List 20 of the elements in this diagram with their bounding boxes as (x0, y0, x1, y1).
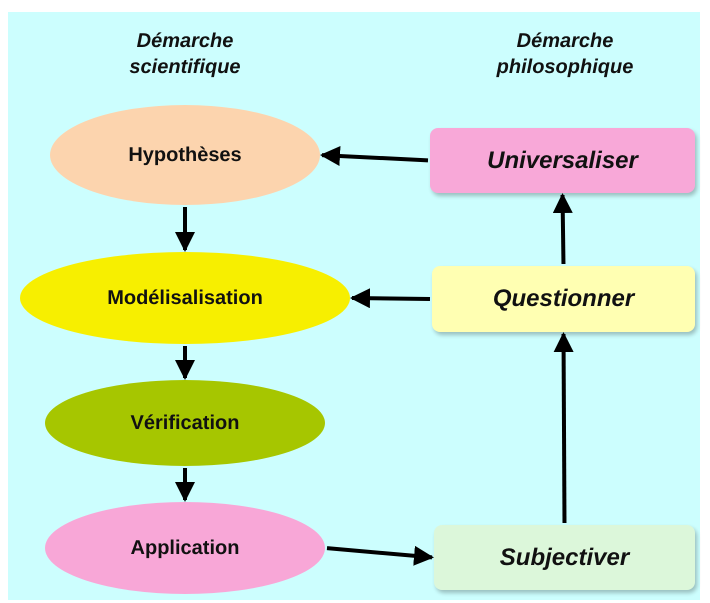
step-label: Questionner (492, 285, 634, 313)
step-label: Modélisalisation (107, 286, 263, 310)
step-label: Subjectiver (500, 544, 630, 572)
step-box (432, 266, 695, 332)
step-box (430, 128, 695, 193)
step-label: Vérification (130, 412, 240, 434)
arrow (175, 346, 195, 380)
column-heading: Démarche philosophique (495, 29, 634, 80)
arrow (175, 207, 195, 252)
arrow (326, 546, 434, 566)
column-heading: Démarche scientifique (128, 29, 242, 80)
step-label: Application (130, 536, 240, 560)
step-box (434, 525, 695, 590)
step-label: Hypothèses (128, 144, 242, 166)
arrow (320, 146, 428, 166)
arrow (552, 193, 573, 264)
arrow (175, 468, 195, 502)
arrow (554, 332, 574, 524)
step-label: Universaliser (487, 146, 638, 174)
arrow (350, 288, 430, 308)
